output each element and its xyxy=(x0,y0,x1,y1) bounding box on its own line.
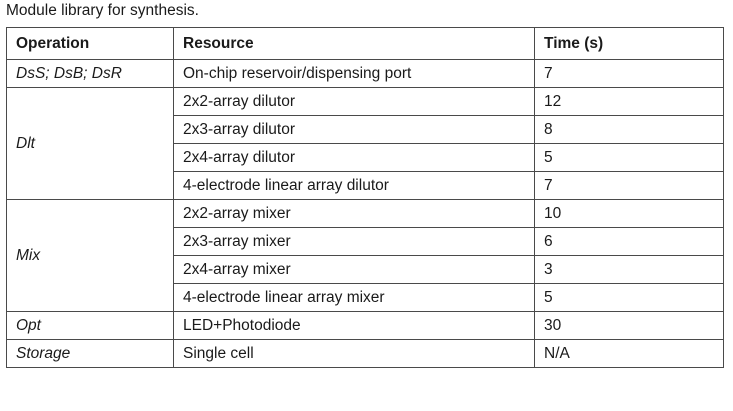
time-cell: 12 xyxy=(534,87,724,116)
resource-cell: 2x2-array mixer xyxy=(173,199,535,228)
time-cell: 7 xyxy=(534,171,724,200)
resource-cell: 2x4-array dilutor xyxy=(173,143,535,172)
time-cell: N/A xyxy=(534,339,724,368)
resource-cell: LED+Photodiode xyxy=(173,311,535,340)
time-cell: 5 xyxy=(534,143,724,172)
time-cell: 30 xyxy=(534,311,724,340)
time-cell: 5 xyxy=(534,283,724,312)
operation-cell: Mix xyxy=(6,199,174,312)
module-library-table-container: Operation Resource Time (s) DsS; DsB; Ds… xyxy=(6,27,724,368)
operation-cell: DsS; DsB; DsR xyxy=(6,59,174,88)
column-header-time: Time (s) xyxy=(534,27,724,60)
resource-cell: 2x3-array mixer xyxy=(173,227,535,256)
resource-cell: Single cell xyxy=(173,339,535,368)
time-cell: 3 xyxy=(534,255,724,284)
operation-cell: Storage xyxy=(6,339,174,368)
table-header-row: Operation Resource Time (s) xyxy=(6,27,724,60)
table-header: Operation Resource Time (s) xyxy=(6,27,724,60)
resource-cell: 4-electrode linear array dilutor xyxy=(173,171,535,200)
resource-cell: 2x4-array mixer xyxy=(173,255,535,284)
time-cell: 7 xyxy=(534,59,724,88)
time-cell: 6 xyxy=(534,227,724,256)
resource-cell: 2x2-array dilutor xyxy=(173,87,535,116)
column-header-resource: Resource xyxy=(173,27,535,60)
time-cell: 10 xyxy=(534,199,724,228)
operation-cell: Opt xyxy=(6,311,174,340)
resource-cell: On-chip reservoir/dispensing port xyxy=(173,59,535,88)
time-cell: 8 xyxy=(534,115,724,144)
resource-cell: 4-electrode linear array mixer xyxy=(173,283,535,312)
column-header-operation: Operation xyxy=(6,27,174,60)
table-caption: Module library for synthesis. xyxy=(6,2,199,19)
module-library-table: Operation Resource Time (s) DsS; DsB; Ds… xyxy=(6,27,724,368)
resource-cell: 2x3-array dilutor xyxy=(173,115,535,144)
operation-cell: Dlt xyxy=(6,87,174,200)
